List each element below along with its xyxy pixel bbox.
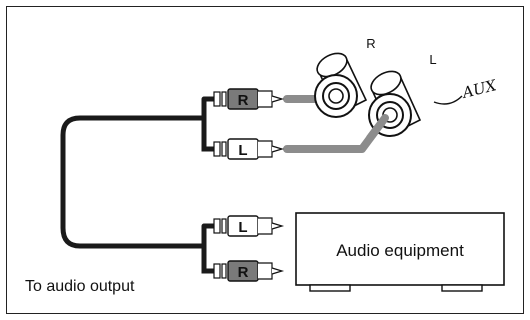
aux-label: AUX	[459, 76, 500, 103]
jack-label-left: L	[429, 52, 436, 67]
dark-cable-loop	[60, 96, 214, 249]
jack-label-right: R	[366, 36, 375, 51]
dark-cable-branch-top	[201, 118, 214, 152]
plug-letter: R	[238, 92, 249, 109]
dark-cable-branch-bottom	[201, 246, 214, 274]
plug-letter: L	[238, 219, 247, 236]
audio-equipment-label: Audio equipment	[336, 241, 464, 260]
audio-equipment-device	[295, 212, 505, 292]
audio-output-caption: To audio output	[25, 278, 135, 295]
aux-jack-right	[314, 52, 368, 118]
plug-letter: L	[238, 142, 247, 159]
gray-cable-left-tip	[366, 114, 389, 142]
plug-bottom-left: L	[213, 215, 285, 237]
plug-top-left: L	[213, 138, 285, 160]
plug-letter: R	[238, 264, 249, 281]
aux-callout-line	[433, 95, 463, 105]
plug-bottom-right: R	[213, 260, 285, 282]
plug-top-right: R	[213, 88, 285, 110]
